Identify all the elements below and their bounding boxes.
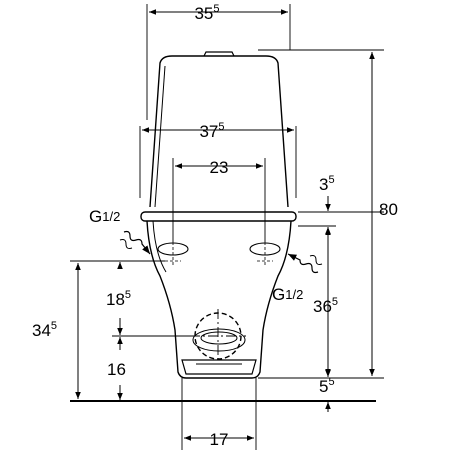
label-base-width: 17 xyxy=(210,430,229,449)
cistern-outline xyxy=(149,55,289,208)
cistern-inner-line xyxy=(154,65,166,208)
label-total-height: 80 xyxy=(379,200,398,219)
label-tank-width: 375 xyxy=(199,121,224,141)
cistern-flush-button xyxy=(203,51,235,57)
label-connection-left: G1/2 xyxy=(89,207,120,226)
extension-lines xyxy=(70,4,384,450)
toilet-outline xyxy=(140,51,297,379)
label-connection-right: G1/2 xyxy=(272,285,303,304)
connection-arrows xyxy=(119,230,323,274)
dimension-lines xyxy=(75,9,375,441)
label-outlet-center: 16 xyxy=(107,360,126,379)
label-inlet-to-outlet: 185 xyxy=(106,289,131,309)
label-outlet-height: 345 xyxy=(32,320,57,340)
bowl-base-ellipse-inner xyxy=(200,331,238,345)
label-floor-gap: 55 xyxy=(319,376,335,396)
right-connection-arrow xyxy=(287,253,319,274)
label-top-width: 355 xyxy=(194,3,219,23)
inlet-symbols xyxy=(157,242,281,266)
left-connection-arrow xyxy=(123,230,151,255)
bowl-inner-line xyxy=(152,220,167,273)
outlet-symbol xyxy=(190,309,246,362)
label-bowl-height: 365 xyxy=(313,296,338,316)
label-inlet-spacing: 23 xyxy=(210,158,229,177)
bowl-base-ellipse xyxy=(192,328,246,352)
seat-lip xyxy=(140,211,297,222)
foot-outline xyxy=(181,359,257,375)
bowl-outline xyxy=(146,220,292,379)
label-lid-gap: 35 xyxy=(319,174,335,194)
